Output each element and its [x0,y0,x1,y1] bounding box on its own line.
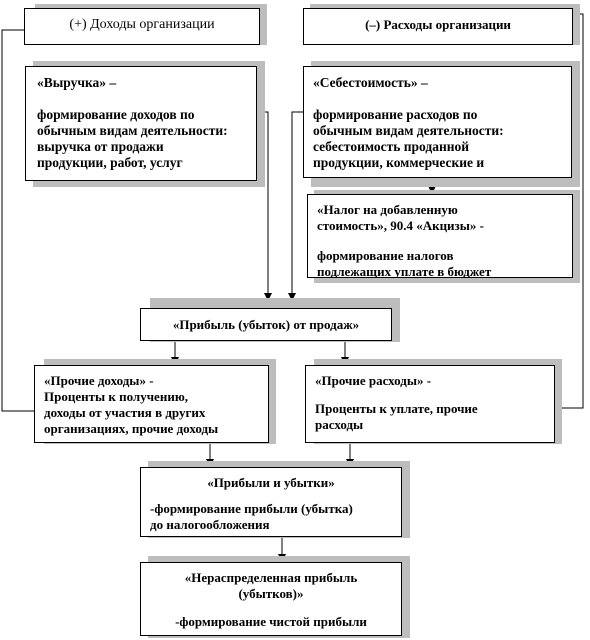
cost-line-2: обычным видам деятельности: [313,123,504,138]
other-expenses-title: «Прочие расходы» - [315,373,432,388]
profit-loss-line-2: до налогообложения [150,517,270,532]
vat-box: «Налог на добавленную стоимость», 90.4 «… [307,194,573,278]
expense-org-title: (–) Расходы организации [365,17,511,32]
cost-box: «Себестоимость» – формирование расходов … [303,66,572,178]
vat-title-2: стоимость», 90.4 «Акцизы» - [317,218,485,233]
cost-line-4: продукции, коммерческие и [313,155,485,170]
other-expenses-line-1: Проценты к уплате, прочие [315,401,478,416]
retained-title-2: (убытков)» [238,586,304,601]
revenue-line-3: выручка от продажи [37,139,164,154]
other-income-line-2: доходы от участия в других [44,405,206,420]
profit-loss-box: «Прибыли и убытки» -формирование прибыли… [140,467,402,537]
revenue-line-1: формирование доходов по [37,107,195,122]
expense-org-box: (–) Расходы организации [303,8,573,45]
other-expenses-box: «Прочие расходы» - Проценты к уплате, пр… [305,365,555,443]
vat-line-1: формирование налогов [317,248,454,263]
profit-loss-line-1: -формирование прибыли (убытка) [150,501,353,516]
income-loop-line [1,29,34,412]
other-income-line-1: Проценты к получению, [44,389,188,404]
other-expenses-line-2: расходы [315,417,364,432]
cost-to-sales-arrow [288,111,303,301]
other-income-line-3: организациях, прочие доходы [44,421,219,436]
cost-line-3: себестоимость проданной [313,139,470,154]
revenue-line-4: продукции, работ, услуг [37,155,183,170]
revenue-box: «Выручка» – формирование доходов по обыч… [25,66,257,181]
income-org-box: (+) Доходы организации [24,8,260,45]
profit-loss-title: «Прибыли и убытки» [207,475,335,490]
retained-title-1: «Нераспределенная прибыль [184,570,358,585]
sales-profit-box: «Прибыль (убыток) от продаж» [140,308,392,341]
revenue-title: «Выручка» – [37,75,117,90]
vat-title-1: «Налог на добавленную [317,202,458,217]
other-income-title: «Прочие доходы» - [44,373,154,388]
revenue-line-2: обычным видам деятельности: [37,123,228,138]
sales-profit-title: «Прибыль (убыток) от продаж» [172,317,360,332]
retained-line-1: -формирование чистой прибыли [175,614,367,629]
vat-line-2: подлежащих уплате в бюджет [317,264,492,278]
income-org-title: (+) Доходы организации [69,17,215,32]
other-income-box: «Прочие доходы» - Проценты к получению, … [34,365,269,443]
cost-title: «Себестоимость» – [313,75,428,90]
cost-line-1: формирование расходов по [313,107,478,122]
retained-box: «Нераспределенная прибыль (убытков)» -фо… [140,562,402,636]
